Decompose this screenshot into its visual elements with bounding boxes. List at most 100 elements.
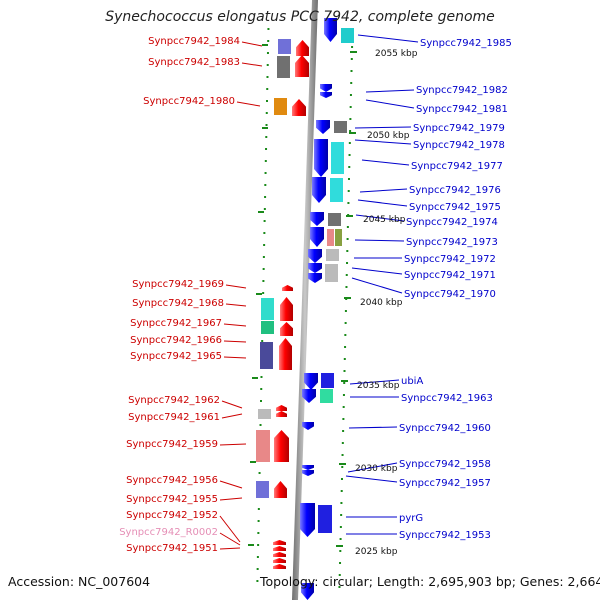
gene-label[interactable]: Synpcc7942_1970 xyxy=(404,289,496,300)
ruler-dot xyxy=(347,178,350,180)
leader-line xyxy=(219,532,241,546)
reverse-gene-arrow xyxy=(302,422,314,430)
leader-line xyxy=(219,480,243,489)
gene-label[interactable]: Synpcc7942_1966 xyxy=(130,335,222,346)
ruler-dot xyxy=(346,238,349,240)
ruler-dot xyxy=(266,88,269,90)
leader-line xyxy=(351,277,403,294)
gene-label[interactable]: Synpcc7942_1982 xyxy=(416,85,508,96)
gene-color-box xyxy=(320,389,333,403)
gene-label[interactable]: Synpcc7942_1968 xyxy=(132,298,224,309)
reverse-gene-arrow xyxy=(308,249,322,263)
gene-color-box xyxy=(256,430,270,462)
ruler-dot xyxy=(340,514,343,516)
ruler-dot xyxy=(260,388,263,390)
leader-line xyxy=(365,89,415,93)
leader-line xyxy=(348,426,398,429)
ruler-dot xyxy=(341,466,344,468)
ruler-dot xyxy=(263,244,266,246)
gene-label[interactable]: Synpcc7942_1956 xyxy=(126,475,218,486)
gene-features xyxy=(256,18,354,600)
ruler-dot xyxy=(343,358,346,360)
ruler-dot xyxy=(342,406,345,408)
ruler-dot xyxy=(342,418,345,420)
gene-label[interactable]: Synpcc7942_1955 xyxy=(126,494,218,505)
ruler-dot xyxy=(262,292,265,294)
gene-label[interactable]: ubiA xyxy=(401,376,423,387)
leader-line xyxy=(223,356,247,359)
leader-line xyxy=(357,199,408,207)
gene-label[interactable]: Synpcc7942_1961 xyxy=(128,412,220,423)
ruler-dot xyxy=(263,208,266,210)
gene-label[interactable]: Synpcc7942_1984 xyxy=(148,36,240,47)
ruler-dot xyxy=(265,112,268,114)
leader-line xyxy=(241,41,263,47)
gene-label[interactable]: Synpcc7942_1969 xyxy=(132,279,224,290)
gene-label[interactable]: Synpcc7942_1983 xyxy=(148,57,240,68)
gene-color-box xyxy=(328,213,341,226)
gene-label[interactable]: Synpcc7942_1977 xyxy=(411,161,503,172)
ruler-dot xyxy=(340,490,343,492)
ruler-dot xyxy=(346,250,349,252)
ruler-dot xyxy=(340,478,343,480)
ruler-dot xyxy=(260,400,262,402)
rna-label[interactable]: Synpcc7942_R0002 xyxy=(119,527,218,538)
forward-gene-arrow xyxy=(273,540,286,545)
reverse-gene-arrow xyxy=(312,177,326,203)
label-leader-lines xyxy=(219,34,419,550)
gene-label[interactable]: Synpcc7942_1959 xyxy=(126,439,218,450)
forward-gene-arrow xyxy=(279,338,292,370)
ruler-dot xyxy=(349,94,352,96)
gene-label[interactable]: Synpcc7942_1972 xyxy=(404,254,496,265)
gene-label[interactable]: Synpcc7942_1952 xyxy=(126,510,218,521)
ruler-dot xyxy=(348,142,351,144)
forward-gene-arrow xyxy=(273,564,286,569)
gene-label[interactable]: Synpcc7942_1978 xyxy=(413,140,505,151)
forward-gene-arrow xyxy=(273,546,286,551)
gene-label[interactable]: Synpcc7942_1974 xyxy=(406,217,498,228)
forward-gene-arrow xyxy=(295,55,309,77)
gene-label[interactable]: Synpcc7942_1976 xyxy=(409,185,501,196)
gene-label[interactable]: Synpcc7942_1985 xyxy=(420,38,512,49)
gene-label[interactable]: pyrG xyxy=(399,513,423,524)
ruler-dot xyxy=(351,46,354,48)
leader-line xyxy=(221,400,243,409)
gene-label[interactable]: Synpcc7942_1980 xyxy=(143,96,235,107)
gene-label[interactable]: Synpcc7942_1963 xyxy=(401,393,493,404)
leader-line xyxy=(361,159,410,166)
reverse-gene-arrow xyxy=(310,227,324,247)
gene-color-box xyxy=(278,39,291,54)
forward-gene-arrow xyxy=(280,297,293,321)
gene-label[interactable]: Synpcc7942_1975 xyxy=(409,202,501,213)
forward-gene-arrow xyxy=(292,99,306,116)
gene-color-box xyxy=(318,505,332,533)
gene-color-box xyxy=(330,178,343,202)
gene-label[interactable]: Synpcc7942_1967 xyxy=(130,318,222,329)
ruler-dot xyxy=(256,580,259,582)
gene-label[interactable]: Synpcc7942_1965 xyxy=(130,351,222,362)
ruler-dot xyxy=(265,148,268,150)
gene-label[interactable]: Synpcc7942_1971 xyxy=(404,270,496,281)
reverse-gene-arrow xyxy=(324,18,337,42)
gene-label[interactable]: Synpcc7942_1951 xyxy=(126,543,218,554)
gene-label[interactable]: Synpcc7942_1962 xyxy=(128,395,220,406)
ruler-dot xyxy=(257,532,260,534)
reverse-gene-arrow xyxy=(316,120,330,134)
gene-label[interactable]: Synpcc7942_1953 xyxy=(399,530,491,541)
ruler-dot xyxy=(266,64,269,66)
gene-color-box xyxy=(258,409,271,419)
kbp-label: 2040 kbp xyxy=(360,298,403,308)
gene-label[interactable]: Synpcc7942_1958 xyxy=(399,459,491,470)
leader-line xyxy=(347,462,398,473)
leader-line xyxy=(351,267,403,275)
ruler-dot xyxy=(349,130,352,132)
ruler-dot xyxy=(340,502,343,504)
gene-label[interactable]: Synpcc7942_1957 xyxy=(399,478,491,489)
gene-label[interactable]: Synpcc7942_1960 xyxy=(399,423,491,434)
ruler-dot xyxy=(343,370,346,372)
gene-label[interactable]: Synpcc7942_1979 xyxy=(413,123,505,134)
gene-label[interactable]: Synpcc7942_1981 xyxy=(416,104,508,115)
gene-label[interactable]: Synpcc7942_1973 xyxy=(406,237,498,248)
leader-line xyxy=(355,214,405,222)
kbp-label: 2035 kbp xyxy=(357,381,400,391)
